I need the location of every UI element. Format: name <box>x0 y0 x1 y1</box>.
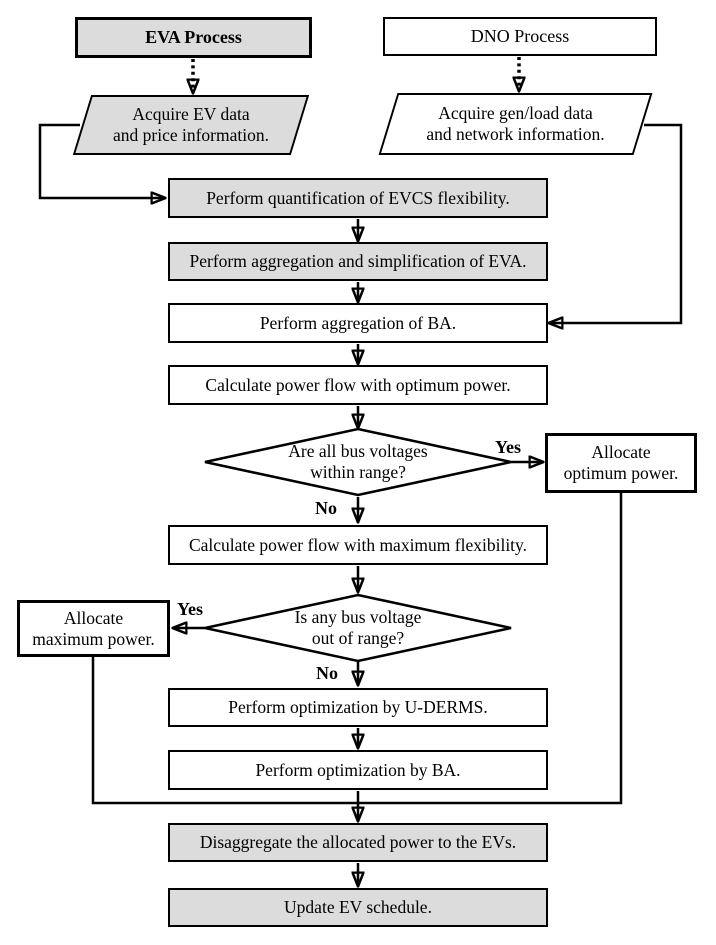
aggregate-ba-node: Perform aggregation of BA. <box>168 303 548 343</box>
node-label-line2: and network information. <box>426 124 605 144</box>
node-label: Perform aggregation of BA. <box>259 312 457 333</box>
disaggregate-power-node: Disaggregate the allocated power to the … <box>168 823 548 862</box>
node-label: Calculate power flow with maximum flexib… <box>188 534 528 555</box>
node-label-line1: Are all bus voltages <box>288 441 428 461</box>
eva-process-node: EVA Process <box>75 17 312 58</box>
node-label: Calculate power flow with optimum power. <box>205 374 511 395</box>
yes-label-decision2: Yes <box>177 599 203 619</box>
node-label-line2: out of range? <box>311 628 405 648</box>
node-label-line1: Allocate <box>591 442 651 462</box>
yes-label-decision1: Yes <box>495 437 521 457</box>
optimize-ba-node: Perform optimization by BA. <box>168 750 548 790</box>
acquire-ev-data-node: Acquire EV data and price information. <box>72 95 310 155</box>
power-flow-optimum-node: Calculate power flow with optimum power. <box>168 365 548 405</box>
node-label: Perform optimization by U-DERMS. <box>228 697 488 717</box>
node-label: Perform optimization by BA. <box>255 759 461 780</box>
node-label: Perform aggregation and simplification o… <box>189 251 527 271</box>
node-label-line2: within range? <box>310 462 406 482</box>
bus-voltages-within-range-decision: Are all bus voltages within range? <box>203 427 513 497</box>
node-label: Update EV schedule. <box>284 897 432 917</box>
update-ev-schedule-node: Update EV schedule. <box>168 888 548 927</box>
power-flow-max-flexibility-node: Calculate power flow with maximum flexib… <box>168 525 548 565</box>
allocate-optimum-power-node: Allocate optimum power. <box>545 433 697 493</box>
node-label-line1: Acquire gen/load data <box>438 103 593 123</box>
node-label-line1: Is any bus voltage <box>294 607 422 627</box>
node-label-line1: Acquire EV data <box>132 104 250 124</box>
node-label: EVA Process <box>145 27 242 47</box>
no-label-decision2: No <box>316 663 338 683</box>
node-label-line2: and price information. <box>113 125 269 145</box>
node-label: DNO Process <box>470 26 570 46</box>
no-label-decision1: No <box>315 498 337 518</box>
bus-voltage-out-of-range-decision: Is any bus voltage out of range? <box>203 593 513 663</box>
node-label-line2: optimum power. <box>563 463 679 483</box>
optimize-uderms-node: Perform optimization by U-DERMS. <box>168 688 548 727</box>
node-label-line2: maximum power. <box>32 628 155 649</box>
dno-process-node: DNO Process <box>383 17 657 56</box>
node-label: Disaggregate the allocated power to the … <box>199 832 517 852</box>
allocate-maximum-power-node: Allocate maximum power. <box>17 600 170 657</box>
node-label-line1: Allocate <box>63 607 124 628</box>
acquire-gen-load-node: Acquire gen/load data and network inform… <box>378 93 653 155</box>
node-label: Perform quantification of EVCS flexibili… <box>206 187 510 208</box>
quantify-evcs-flexibility-node: Perform quantification of EVCS flexibili… <box>168 178 548 218</box>
aggregate-simplify-eva-node: Perform aggregation and simplification o… <box>168 242 548 281</box>
